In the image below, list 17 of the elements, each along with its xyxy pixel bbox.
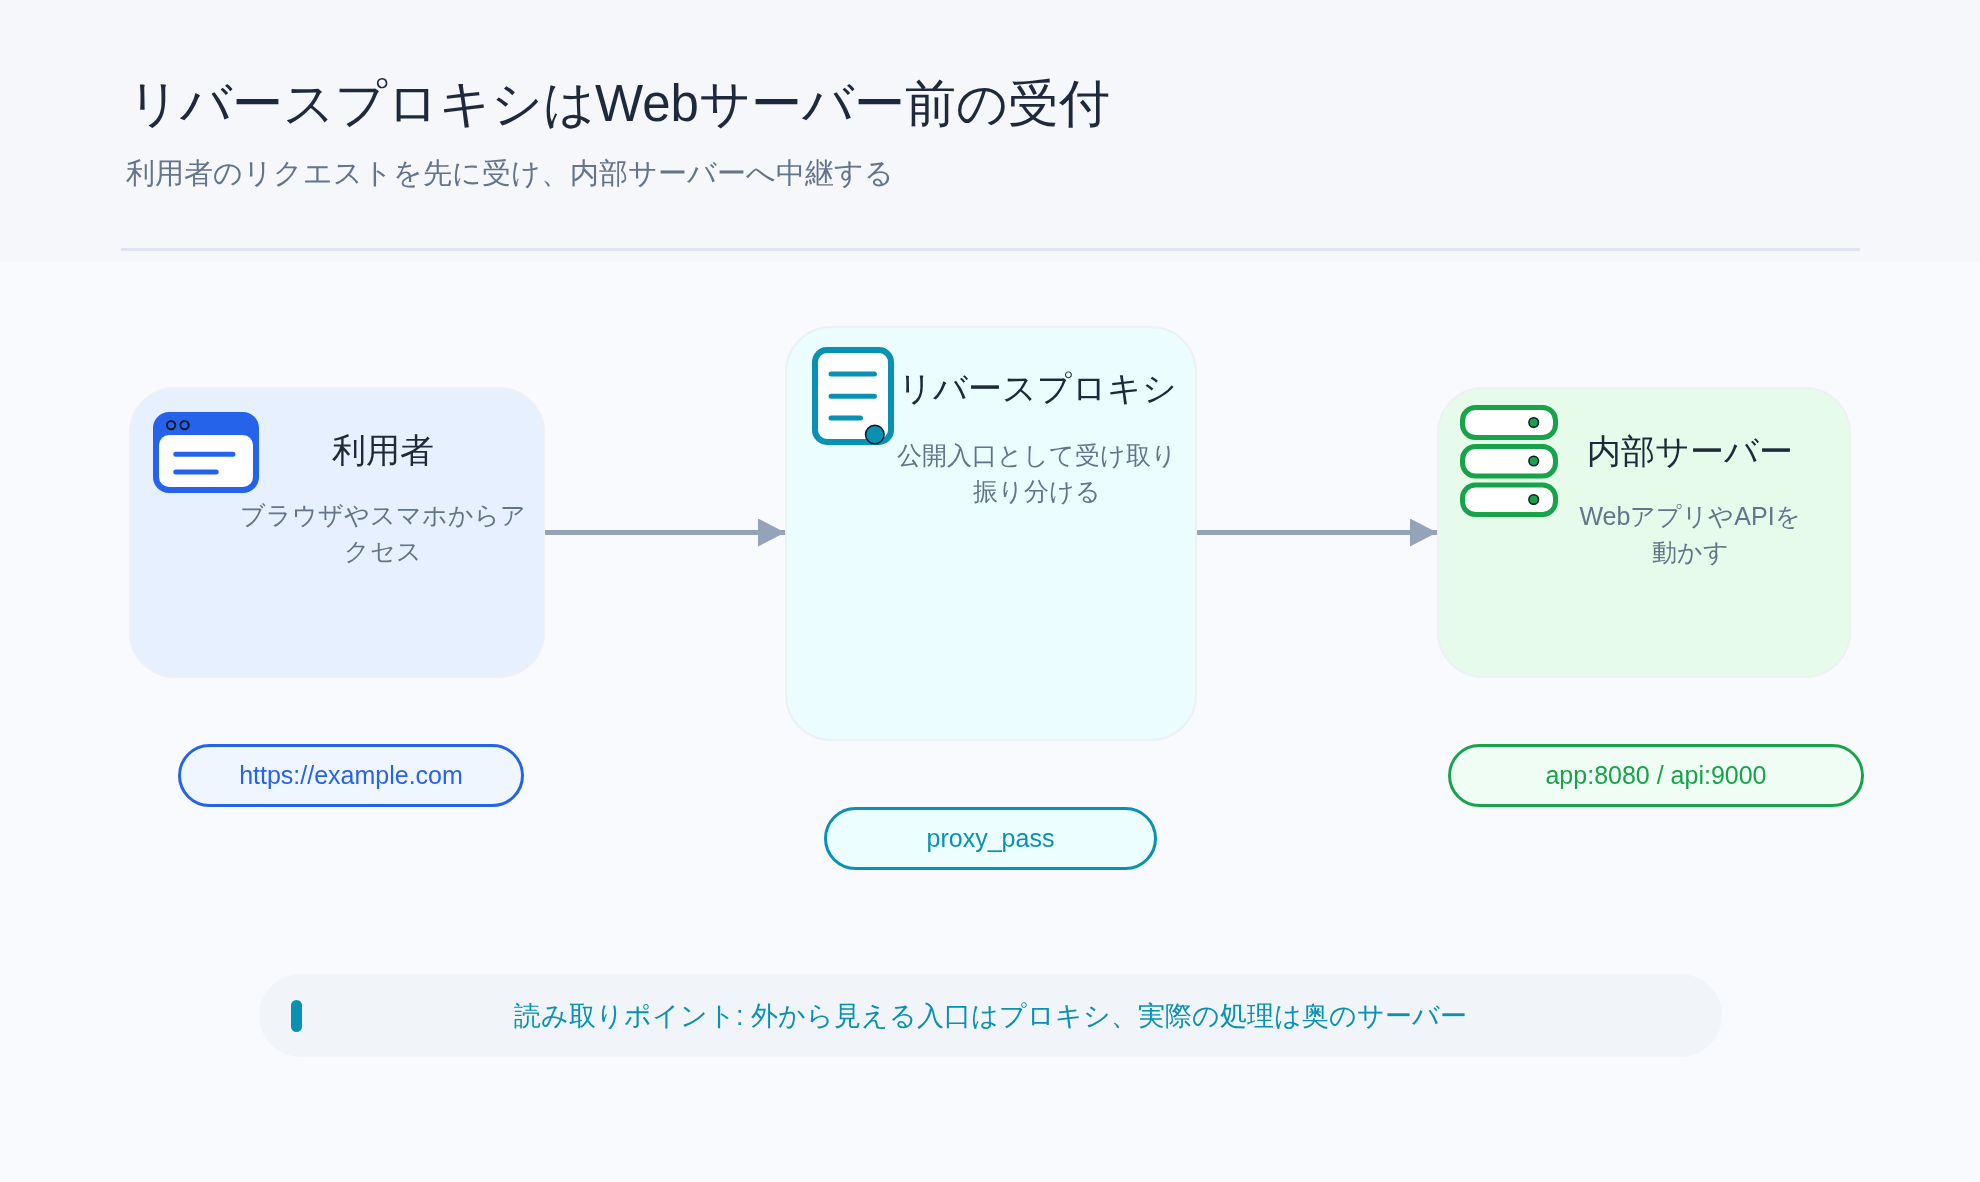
page-subtitle: 利用者のリクエストを先に受け、内部サーバーへ中継する (126, 156, 894, 191)
node-card (129, 387, 545, 678)
card-title: 利用者 (331, 430, 435, 471)
node-card (1437, 387, 1851, 678)
arrow (1197, 518, 1437, 547)
tag-pill: app:8080 / api:9000 (1448, 744, 1864, 807)
card-title: 内部サーバー (1586, 431, 1794, 472)
card-title: リバースプロキシ (896, 368, 1178, 409)
card-description: ブラウザやスマホからアクセス (239, 500, 527, 567)
note-text: 読み取りポイント: 外から見える入口はプロキシ、実際の処理は奥のサーバー (514, 999, 1467, 1033)
tag-pill: proxy_pass (824, 807, 1157, 870)
node-card (785, 326, 1197, 741)
arrow (545, 518, 785, 547)
card-description: 公開入口として受け取り振り分ける (896, 440, 1178, 507)
card-description: WebアプリやAPIを動かす (1578, 501, 1802, 568)
tag-pill: https://example.com (178, 744, 524, 807)
page-title: リバースプロキシはWebサーバー前の受付 (128, 74, 1110, 134)
